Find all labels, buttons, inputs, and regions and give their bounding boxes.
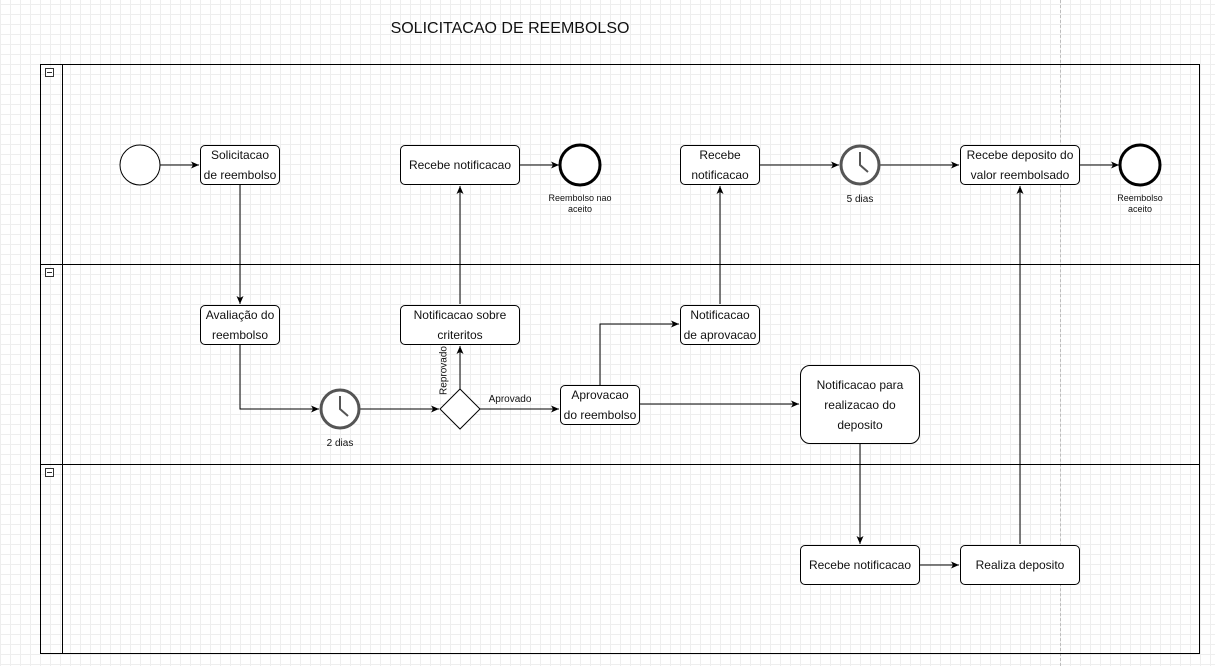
collapse-lane-2-icon[interactable] — [45, 268, 54, 277]
exclusive-gateway-icon — [439, 388, 481, 430]
task-realiza-deposito[interactable]: Realiza deposito — [960, 545, 1080, 585]
lane-header-avaliacao[interactable] — [40, 264, 63, 465]
task-recebe-notificacao-financeiro[interactable]: Recebe notificacao — [800, 545, 920, 585]
timer-2-dias-icon — [319, 388, 361, 430]
collapse-lane-1-icon[interactable] — [45, 68, 54, 77]
task-solicitacao-reembolso[interactable]: Solicitacao de reembolso — [200, 145, 280, 185]
end-event-negado-icon — [558, 143, 602, 187]
flow-label-aprovado: Aprovado — [488, 394, 532, 405]
timer-5-dias-icon — [839, 144, 881, 186]
task-notificacao-criterios[interactable]: Notificacao sobre criteritos — [400, 305, 520, 345]
pool[interactable] — [40, 64, 1200, 654]
task-avaliacao-reembolso[interactable]: Avaliação do reembolso — [200, 305, 280, 345]
lane-header-financeiro[interactable] — [40, 464, 63, 654]
task-notificacao-deposito[interactable]: Notificacao para realizacao do deposito — [800, 365, 920, 444]
collapse-lane-3-icon[interactable] — [45, 468, 54, 477]
flow-aprovacao-to-notificacao-aprovacao — [599, 320, 679, 385]
lane-divider — [40, 264, 1200, 265]
end-event-aceito-label: Reembolso aceito — [1117, 193, 1163, 214]
task-aprovacao-reembolso[interactable]: Aprovacao do reembolso — [560, 385, 640, 425]
page-break-guide — [1060, 0, 1061, 666]
start-event-icon — [119, 144, 161, 186]
end-event-aceito-icon — [1118, 143, 1162, 187]
end-event-negado-label: Reembolso nao aceito — [548, 193, 612, 214]
task-notificacao-aprovacao[interactable]: Notificacao de aprovacao — [680, 305, 760, 345]
task-recebe-deposito[interactable]: Recebe deposito do valor reembolsado — [960, 145, 1080, 185]
timer-2-dias-label: 2 dias — [326, 438, 354, 449]
lane-header-solicitante[interactable] — [40, 64, 63, 265]
flow-label-reprovado: Reprovado — [438, 346, 450, 395]
task-recebe-notificacao-negada[interactable]: Recebe notificacao — [400, 145, 520, 185]
timer-5-dias-label: 5 dias — [846, 194, 874, 205]
lane-divider — [40, 464, 1200, 465]
diagram-title: SOLICITACAO DE REEMBOLSO — [390, 20, 630, 37]
flow-avaliacao-to-timer-2-dias — [239, 345, 319, 413]
task-recebe-notificacao-aprovada[interactable]: Recebe notificacao — [680, 145, 760, 185]
